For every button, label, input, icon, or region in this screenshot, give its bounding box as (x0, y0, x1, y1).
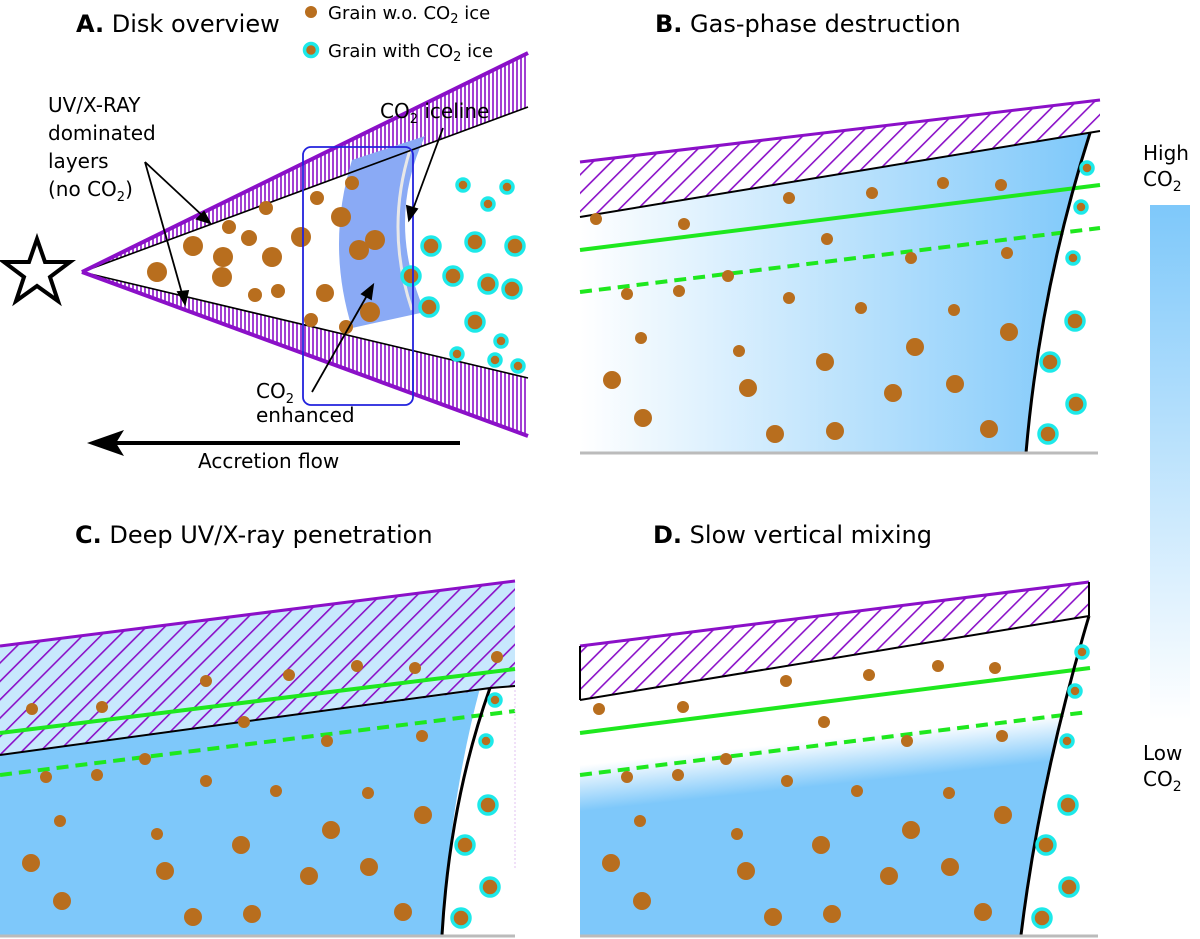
panel-b-grains (590, 177, 1018, 443)
svg-text:(no CO2): (no CO2) (48, 177, 133, 205)
panel-b-dashed-green-line (579, 226, 1101, 294)
panel-b-title: B. Gas-phase destruction (655, 10, 961, 38)
legend: Grain w.o. CO2 ice Grain with CO2 ice (302, 3, 493, 65)
panel-a-title: A. Disk overview (76, 10, 280, 38)
panel-d-grains (593, 660, 1012, 926)
panel-b-iceline (1024, 132, 1092, 454)
star-icon (0, 232, 76, 307)
panel-c-iced-grains (450, 692, 503, 929)
legend-grain-icon (305, 6, 317, 18)
uv-layers-label: UV/X-RAY dominated layers (no CO2) (48, 93, 156, 205)
accretion-label: Accretion flow (198, 449, 339, 473)
panel-b-solid-green-line (579, 183, 1101, 252)
svg-text:UV/X-RAY: UV/X-RAY (48, 93, 141, 117)
co2-enhanced-label: CO2 enhanced (256, 379, 355, 427)
svg-text:enhanced: enhanced (256, 403, 355, 427)
colorbar-high-label: High (1143, 141, 1189, 165)
iceline-arc (396, 149, 414, 311)
legend-grain-label: Grain w.o. CO2 ice (328, 3, 490, 27)
panel-d-title: D. Slow vertical mixing (653, 521, 932, 549)
panel-c-uv-layer (0, 581, 515, 755)
panel-a-grains (147, 176, 385, 334)
panel-d-iced-grains (1031, 644, 1090, 929)
panel-d-co2-gas (580, 616, 1090, 935)
svg-text:layers: layers (48, 149, 109, 173)
iceline-arrow (405, 127, 444, 223)
panel-c-co2-gas (0, 688, 480, 935)
panel-d-iceline (1019, 615, 1091, 936)
colorbar: High CO2 Low CO2 (1143, 141, 1190, 795)
uv-pointer-arrows (144, 161, 212, 307)
panel-d-solid-green-line (579, 666, 1091, 735)
panel-b-iced-grains (1037, 160, 1095, 445)
legend-iced-grain-icon (302, 41, 320, 59)
panel-b-uv-layer (580, 100, 1100, 217)
panel-b: B. Gas-phase destruction (579, 10, 1101, 455)
panel-c-solid-green-line (0, 667, 516, 735)
svg-text:CO2: CO2 (256, 379, 294, 407)
iceline-label: CO2 iceline (380, 99, 489, 127)
panel-c-title: C. Deep UV/X-ray penetration (75, 521, 433, 549)
colorbar-low-co2: CO2 (1143, 767, 1182, 795)
panel-d-uv-layer (580, 582, 1089, 700)
colorbar-high-co2: CO2 (1143, 167, 1182, 195)
enhanced-arrow (311, 282, 375, 393)
colorbar-gradient (1150, 205, 1190, 720)
accretion-arrow (87, 430, 460, 456)
panel-c-iceline (440, 687, 492, 936)
legend-iced-grain-label: Grain with CO2 ice (328, 41, 493, 65)
panel-d-dashed-green-line (579, 710, 1089, 777)
panel-c-grains (22, 651, 503, 926)
panel-d: D. Slow vertical mixing (579, 521, 1098, 938)
co2-region-box (302, 146, 414, 406)
panel-c: C. Deep UV/X-ray penetration (0, 521, 516, 938)
panel-a-iced-grains (400, 177, 526, 374)
svg-text:dominated: dominated (48, 121, 156, 145)
panel-a: A. Disk overview (0, 10, 529, 473)
panel-c-dashed-green-line (0, 709, 516, 777)
colorbar-low-label: Low (1143, 741, 1182, 765)
